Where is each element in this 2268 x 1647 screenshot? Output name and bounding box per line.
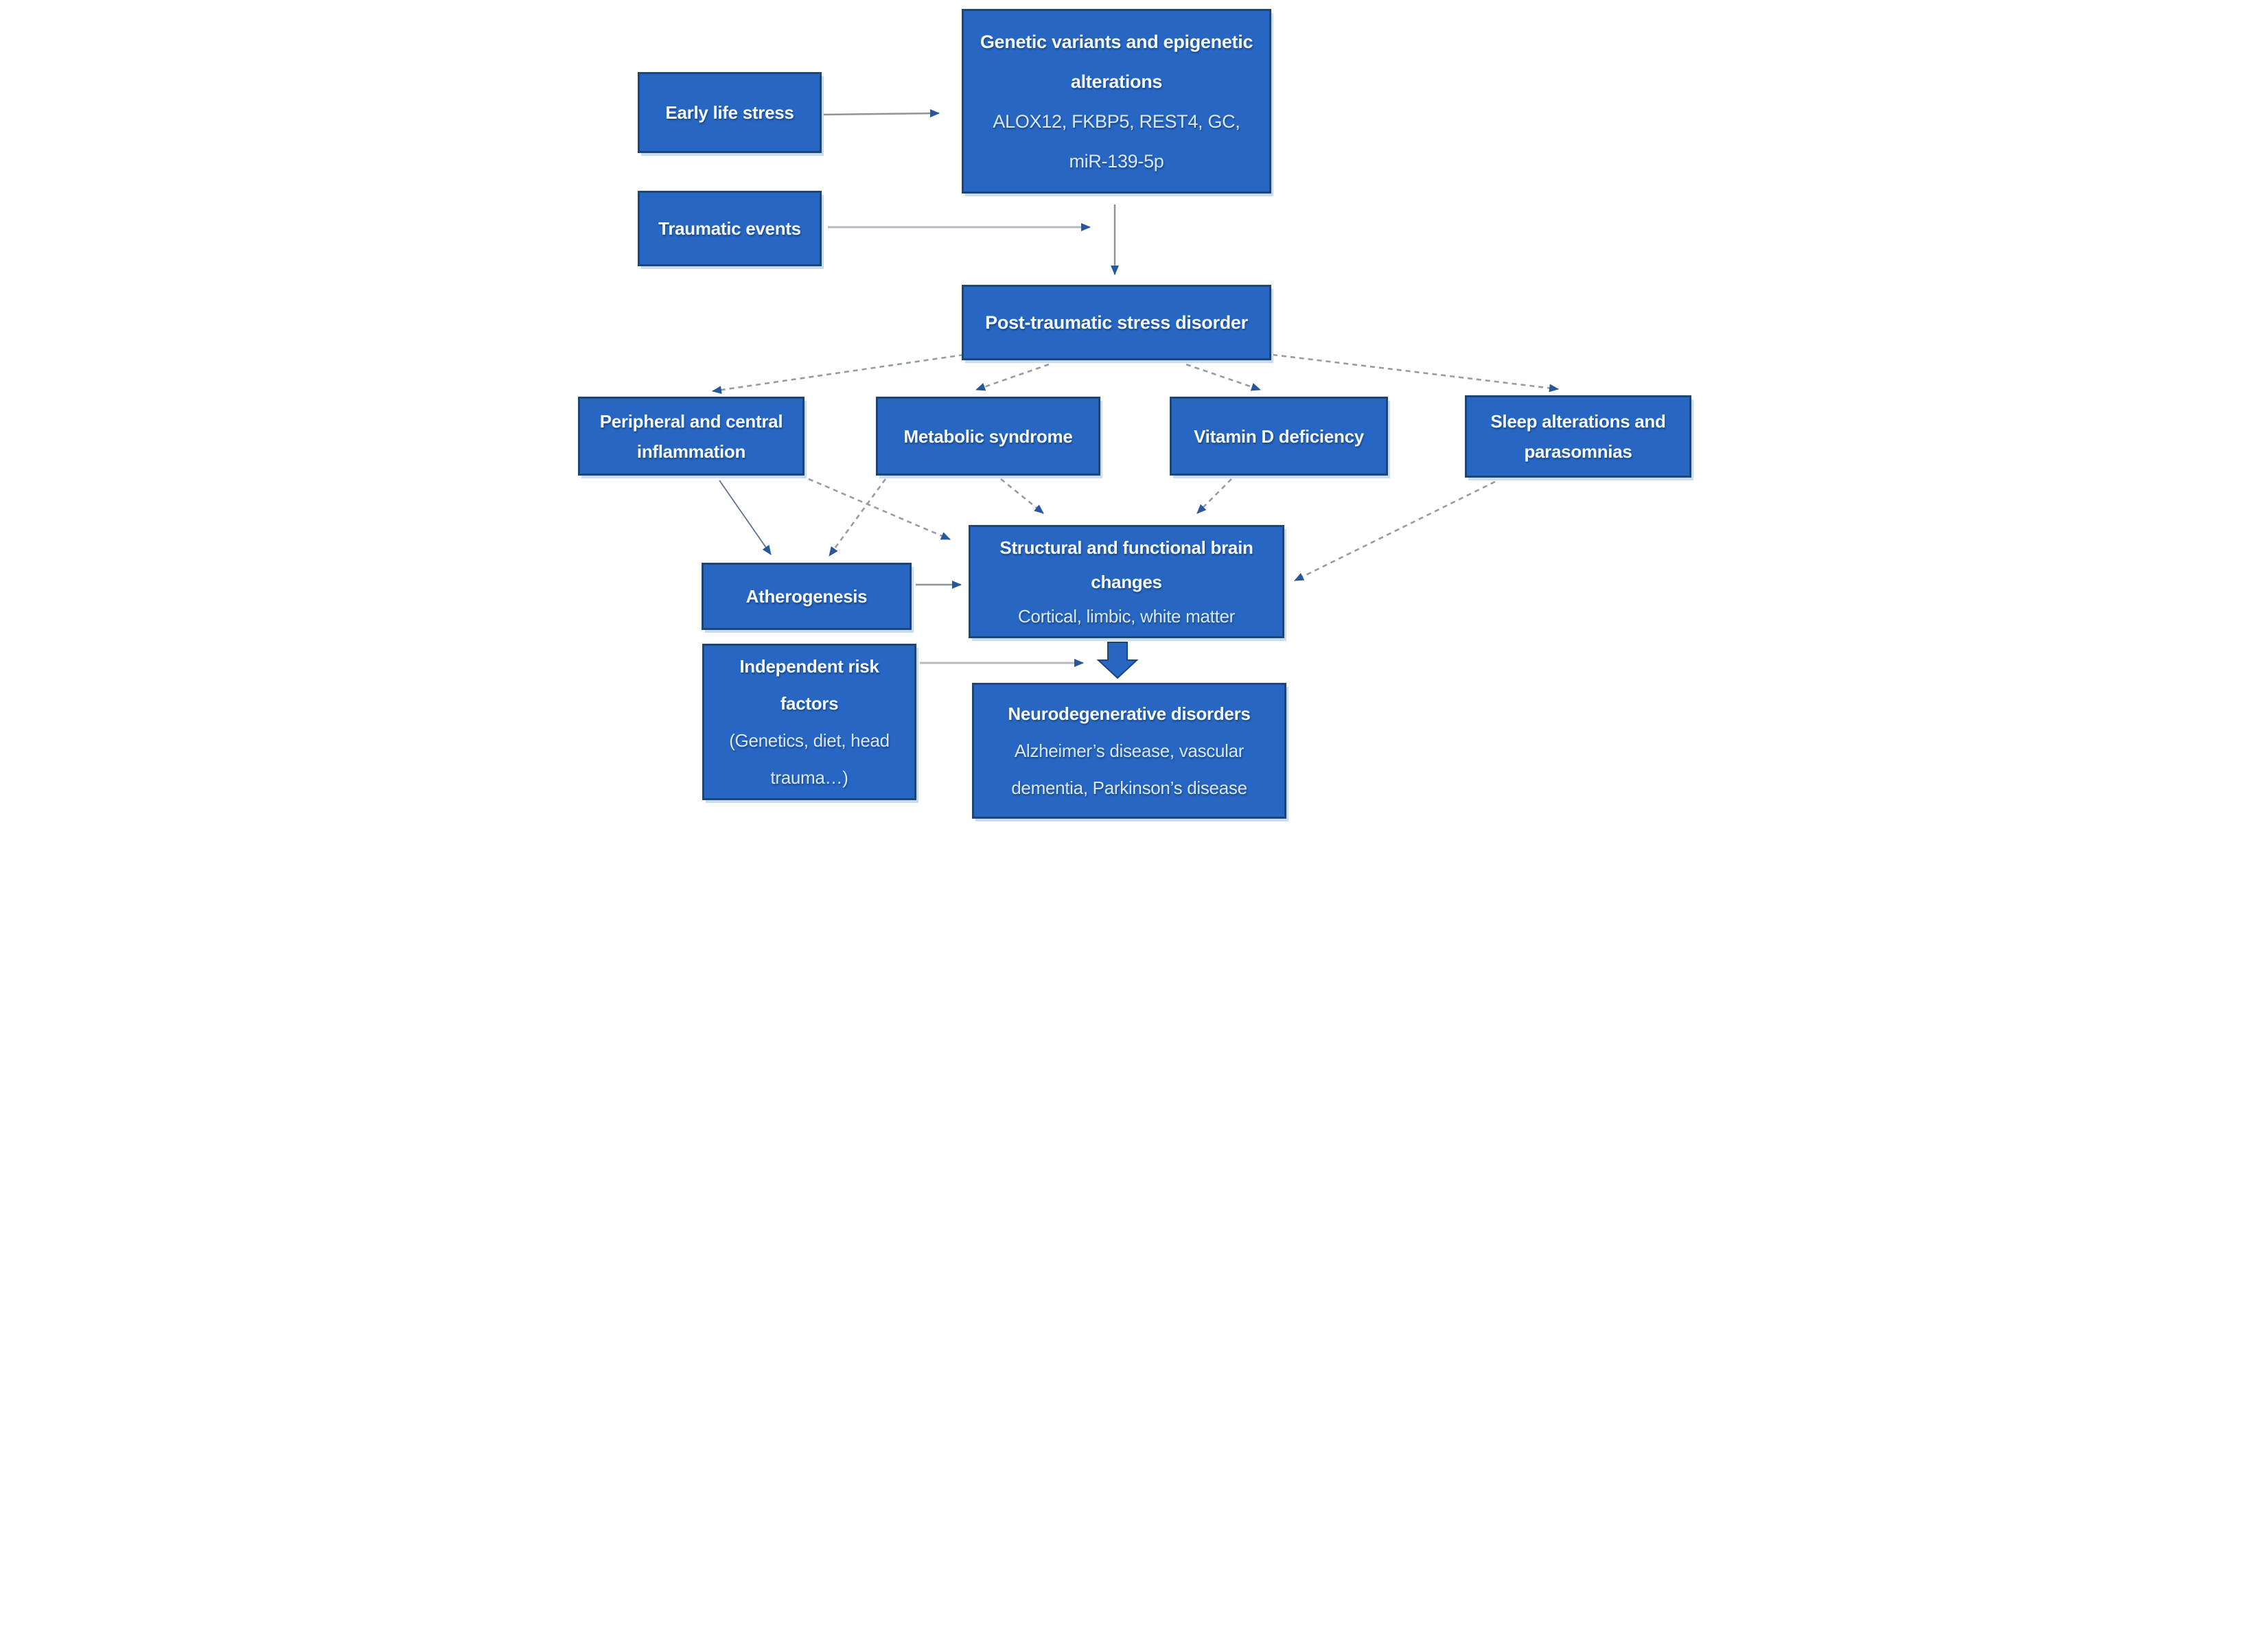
node-label: Vitamin D deficiency (1194, 425, 1364, 447)
node-label: Sleep alterations and (1490, 411, 1666, 432)
node-label: Independent risk (739, 656, 879, 677)
arrow-metabolic-to-atherogenesis (828, 478, 887, 557)
node-early-life-stress: Early life stress (638, 72, 822, 153)
node-label: Structural and functional brain (999, 537, 1253, 558)
arrow-inflammation-to-structural (808, 478, 951, 541)
node-traumatic-events: Traumatic events (638, 191, 822, 266)
node-sublabel: miR-139-5p (1069, 150, 1164, 172)
node-atherogenesis: Atherogenesis (702, 563, 912, 630)
node-peripheral-central-inflammation: Peripheral and central inflammation (578, 397, 805, 476)
node-genetic-variants: Genetic variants and epigenetic alterati… (962, 9, 1271, 194)
node-label: Traumatic events (658, 218, 801, 239)
arrow-vitamin-d-to-structural (1196, 478, 1232, 514)
node-sublabel: Cortical, limbic, white matter (1017, 605, 1236, 627)
node-ptsd: Post-traumatic stress disorder (962, 285, 1271, 360)
node-label: Metabolic syndrome (903, 425, 1073, 447)
node-sublabel: ALOX12, FKBP5, REST4, GC, (993, 110, 1240, 132)
node-sublabel: dementia, Parkinson’s disease (1011, 778, 1247, 798)
node-label: changes (1091, 571, 1162, 592)
big-down-arrow (1096, 642, 1139, 679)
arrow-metabolic-to-structural (1000, 478, 1044, 515)
arrow-ptsd-to-inflammation (712, 353, 964, 395)
node-label: Peripheral and central (599, 410, 783, 432)
node-label: factors (780, 693, 839, 714)
node-label: Neurodegenerative disorders (1008, 703, 1251, 724)
arrow-early-life-stress-to-genetic (823, 109, 940, 118)
node-sublabel: trauma…) (770, 767, 848, 788)
node-label: Genetic variants and epigenetic (980, 31, 1253, 52)
node-label: Atherogenesis (745, 586, 868, 607)
node-label: inflammation (636, 441, 746, 462)
connector-arrows-layer (712, 109, 1559, 679)
node-label: parasomnias (1524, 441, 1632, 462)
node-vitamin-d-deficiency: Vitamin D deficiency (1170, 397, 1388, 476)
node-neurodegenerative-disorders: Neurodegenerative disorders Alzheimer’s … (972, 683, 1286, 819)
arrow-ptsd-to-metabolic (975, 363, 1050, 391)
node-sublabel: (Genetics, diet, head (729, 730, 890, 751)
node-label: alterations (1070, 71, 1163, 92)
arrow-inflammation-to-atherogenesis (719, 480, 772, 555)
node-metabolic-syndrome: Metabolic syndrome (876, 397, 1100, 476)
node-sleep-alterations: Sleep alterations and parasomnias (1465, 395, 1691, 478)
arrow-sleep-to-structural (1294, 480, 1496, 582)
node-label: Early life stress (665, 102, 794, 123)
arrow-ptsd-to-vitamin-d (1185, 363, 1261, 391)
arrow-ptsd-to-sleep (1272, 353, 1559, 393)
node-label: Post-traumatic stress disorder (985, 312, 1248, 333)
node-independent-risk-factors: Independent risk factors (Genetics, diet… (702, 644, 916, 800)
node-sublabel: Alzheimer’s disease, vascular (1014, 740, 1245, 761)
node-structural-brain-changes: Structural and functional brain changes … (969, 525, 1284, 638)
flowchart-canvas: Early life stress Genetic variants and e… (567, 0, 1701, 824)
